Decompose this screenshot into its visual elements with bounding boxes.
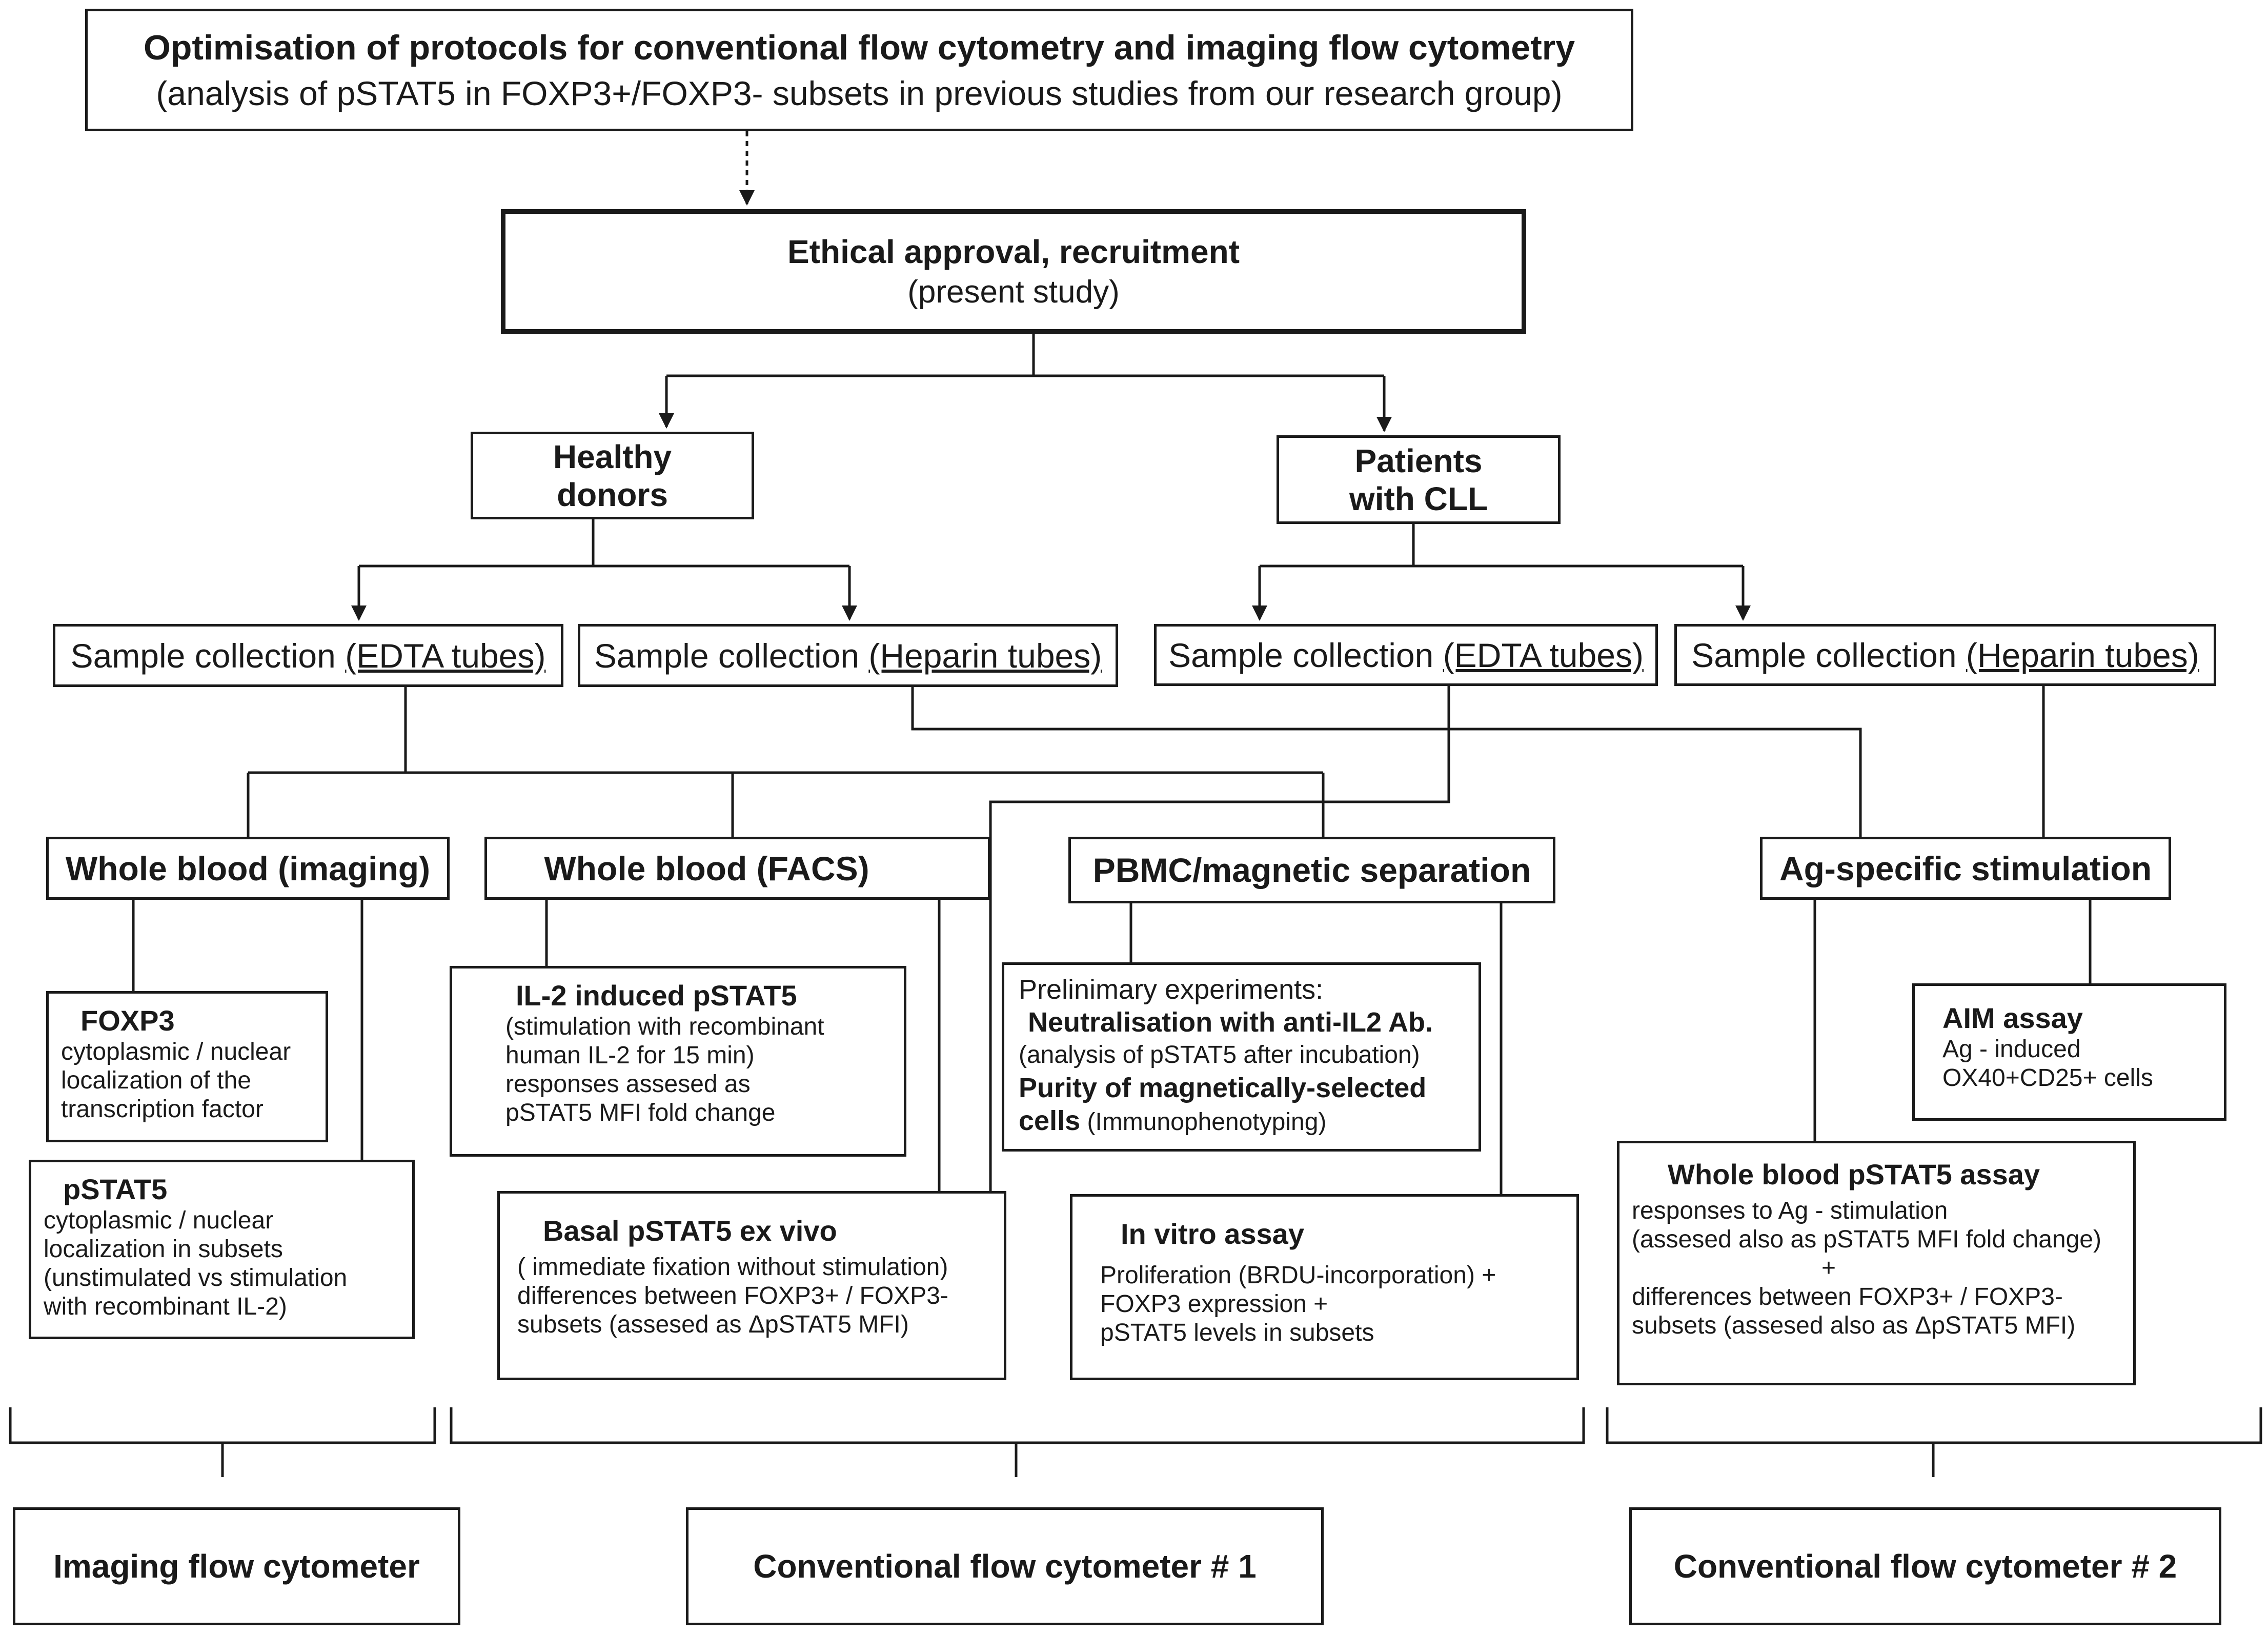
patients-line-2: with CLL (1349, 480, 1488, 517)
ag-specific-label: Ag-specific stimulation (1779, 849, 2152, 887)
aim-box: AIM assay Ag - induced OX40+CD25+ cells (1912, 983, 2226, 1121)
wb-assay-line-3: + (1821, 1255, 1836, 1282)
prelim-neutral: Neutralisation with anti-IL2 Ab. (1028, 1007, 1433, 1038)
imaging-cytometer-label: Imaging flow cytometer (53, 1548, 420, 1585)
invitro-box: In vitro assay Proliferation (BRDU-incor… (1070, 1194, 1579, 1380)
top-box: Optimisation of protocols for convention… (85, 9, 1633, 131)
il2-title: IL-2 induced pSTAT5 (516, 979, 797, 1012)
invitro-line-1: Proliferation (BRDU-incorporation) + (1100, 1262, 1496, 1289)
p-sample-heparin: Sample collection (Heparin tubes) (1674, 624, 2216, 686)
prelim-analysis: (analysis of pSTAT5 after incubation) (1019, 1041, 1420, 1068)
hd-heparin-path (911, 687, 1862, 837)
hd-heparin-prefix: Sample collection (594, 636, 869, 675)
p-heparin-prefix: Sample collection (1691, 636, 1966, 674)
il2-line-4: pSTAT5 MFI fold change (505, 1099, 776, 1126)
prelim-purity-1: Purity of magnetically-selected (1019, 1073, 1427, 1103)
pstat5-box: pSTAT5 cytoplasmic / nuclear localizatio… (29, 1160, 415, 1339)
wb-assay-title: Whole blood pSTAT5 assay (1668, 1158, 2040, 1190)
wb-imaging-box: Whole blood (imaging) (46, 837, 450, 900)
basal-line-3: subsets (assesed as ΔpSTAT5 MFI) (517, 1311, 909, 1338)
imaging-cytometer-box: Imaging flow cytometer (13, 1507, 460, 1625)
brace-imaging (9, 1407, 436, 1477)
invitro-line-2: FOXP3 expression + (1100, 1290, 1328, 1318)
top-subtitle: (analysis of pSTAT5 in FOXP3+/FOXP3- sub… (156, 74, 1563, 112)
ethics-subtitle: (present study) (907, 274, 1120, 310)
conv-cytometer-2-box: Conventional flow cytometer # 2 (1629, 1507, 2221, 1625)
pstat5-line-2: localization in subsets (44, 1236, 283, 1263)
pstat5-line-1: cytoplasmic / nuclear (44, 1207, 274, 1234)
basal-box: Basal pSTAT5 ex vivo ( immediate fixatio… (497, 1191, 1006, 1380)
conv-cytometer-2-label: Conventional flow cytometer # 2 (1673, 1548, 2177, 1585)
brace-conv1 (450, 1407, 1585, 1477)
ethics-box: Ethical approval, recruitment (present s… (501, 209, 1526, 334)
healthy-line-1: Healthy (553, 438, 672, 475)
aim-title: AIM assay (1942, 1002, 2083, 1034)
healthy-line-2: donors (557, 476, 668, 513)
patients-cll-box: Patients with CLL (1277, 435, 1561, 524)
hd-edta-prefix: Sample collection (70, 636, 346, 675)
patients-line-1: Patients (1354, 442, 1483, 479)
wb-assay-line-1: responses to Ag - stimulation (1632, 1197, 1948, 1224)
wb-assay-box: Whole blood pSTAT5 assay responses to Ag… (1617, 1141, 2136, 1385)
invitro-line-3: pSTAT5 levels in subsets (1100, 1319, 1374, 1346)
p-heparin-tube: (Heparin tubes) (1966, 636, 2199, 674)
il2-line-3: responses assesed as (505, 1071, 751, 1098)
aim-line-2: OX40+CD25+ cells (1942, 1064, 2153, 1092)
top-title: Optimisation of protocols for convention… (143, 28, 1575, 67)
p-sample-edta: Sample collection (EDTA tubes) (1154, 624, 1658, 686)
hd-sample-edta: Sample collection (EDTA tubes) (53, 624, 563, 687)
wb-imaging-label: Whole blood (imaging) (65, 849, 431, 887)
il2-line-1: (stimulation with recombinant (505, 1013, 824, 1040)
aim-line-1: Ag - induced (1942, 1036, 2081, 1063)
hd-heparin-tube: (Heparin tubes) (868, 636, 1102, 675)
foxp3-box: FOXP3 cytoplasmic / nuclear localization… (46, 991, 328, 1142)
p-edta-tube: (EDTA tubes) (1443, 636, 1644, 674)
pstat5-title: pSTAT5 (63, 1173, 168, 1205)
hd-sample-heparin: Sample collection (Heparin tubes) (578, 624, 1118, 687)
hd-edta-tube: (EDTA tubes) (345, 636, 546, 675)
pbmc-box: PBMC/magnetic separation (1068, 837, 1555, 903)
pstat5-line-4: with recombinant IL-2) (44, 1293, 287, 1320)
basal-title: Basal pSTAT5 ex vivo (543, 1215, 837, 1247)
invitro-title: In vitro assay (1121, 1218, 1304, 1250)
p-edta-prefix: Sample collection (1168, 636, 1443, 674)
prelim-purity-2-rest: (Immunophenotyping) (1080, 1108, 1327, 1136)
prelim-purity-2-bold: cells (1019, 1105, 1081, 1136)
basal-line-1: ( immediate fixation without stimulation… (517, 1254, 948, 1281)
wb-facs-label: Whole blood (FACS) (544, 849, 869, 887)
prelim-intro: Prelinimary experiments: (1019, 974, 1324, 1005)
il2-line-2: human IL-2 for 15 min) (505, 1042, 755, 1069)
conv-cytometer-1-label: Conventional flow cytometer # 1 (753, 1548, 1257, 1585)
pstat5-line-3: (unstimulated vs stimulation (44, 1264, 348, 1291)
conv-cytometer-1-box: Conventional flow cytometer # 1 (686, 1507, 1324, 1625)
wb-assay-line-4: differences between FOXP3+ / FOXP3- (1632, 1283, 2063, 1310)
foxp3-line-2: localization of the (61, 1067, 251, 1094)
ethics-title: Ethical approval, recruitment (787, 233, 1240, 270)
wb-assay-line-5: subsets (assesed also as ΔpSTAT5 MFI) (1632, 1312, 2076, 1339)
pbmc-label: PBMC/magnetic separation (1092, 851, 1531, 889)
foxp3-line-1: cytoplasmic / nuclear (61, 1038, 291, 1065)
p-edta-path (989, 686, 1450, 1191)
foxp3-line-3: transcription factor (61, 1096, 264, 1123)
wb-facs-box: Whole blood (FACS) (484, 837, 990, 900)
il2-box: IL-2 induced pSTAT5 (stimulation with re… (450, 966, 906, 1157)
ag-specific-box: Ag-specific stimulation (1760, 837, 2171, 900)
basal-line-2: differences between FOXP3+ / FOXP3- (517, 1282, 948, 1309)
healthy-donors-box: Healthy donors (471, 432, 754, 519)
foxp3-title: FOXP3 (80, 1004, 175, 1037)
wb-assay-line-2: (assesed also as pSTAT5 MFI fold change) (1632, 1226, 2101, 1253)
brace-conv2 (1606, 1407, 2262, 1477)
prelim-box: Prelinimary experiments: Neutralisation … (1002, 962, 1481, 1152)
